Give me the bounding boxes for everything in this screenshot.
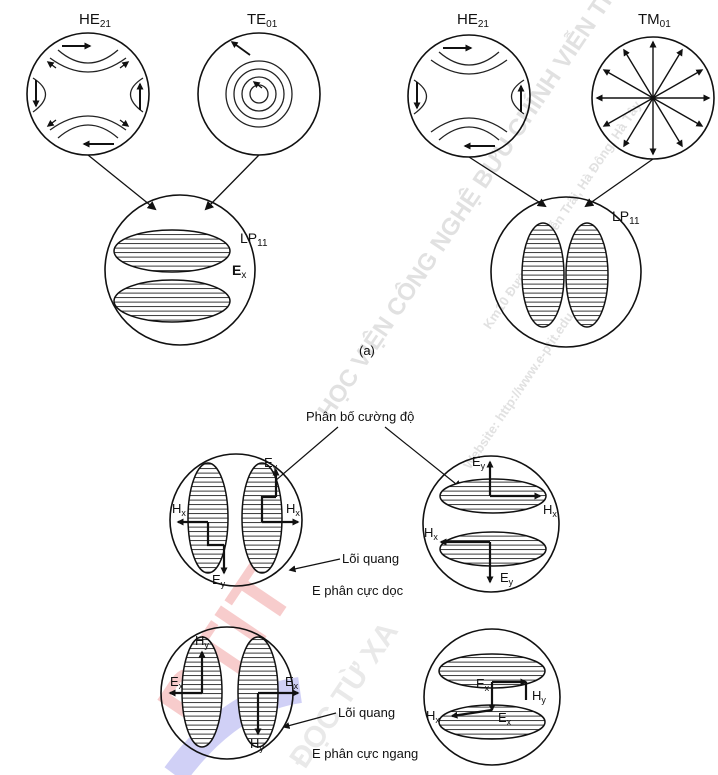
vec-hx-right-bottom: Hx xyxy=(424,525,438,542)
core-label-2: Lõi quang xyxy=(338,705,395,720)
pointer-intensity-left xyxy=(268,427,338,487)
tm01-mode xyxy=(592,37,714,159)
watermark-line-3: Website: http://www.e-ptit.edu.vn xyxy=(460,294,587,472)
arrow-he21-to-lp-left xyxy=(88,155,155,209)
he21-right-label: HE21 xyxy=(457,11,489,30)
lp11-right-label: LP11 xyxy=(612,208,640,227)
vec-ex-right: Ex xyxy=(285,674,299,691)
caption-a: (a) xyxy=(359,343,375,358)
vec-ey-right-bottom: Ey xyxy=(500,570,514,587)
pointer-intensity-right xyxy=(385,427,461,488)
vec-hx-right: Hx xyxy=(286,501,300,518)
core-label-1: Lõi quang xyxy=(342,551,399,566)
intensity-distribution-label: Phân bố cường độ xyxy=(306,409,414,424)
pointer-core-1 xyxy=(290,559,340,570)
he21-left-label: HE21 xyxy=(79,11,111,30)
tm01-label: TM01 xyxy=(638,11,671,30)
te01-mode xyxy=(198,33,320,155)
lp11-left-label: LP11 xyxy=(240,230,268,249)
vertical-pol-horizontal-lobes xyxy=(423,456,559,592)
vertical-polarization-label: E phân cực dọc xyxy=(312,583,404,598)
vec-hx-left: Hx xyxy=(172,501,186,518)
vec-hx-right-low: Hx xyxy=(426,708,440,725)
he21-left-mode xyxy=(27,33,149,155)
horizontal-polarization-label: E phân cực ngang xyxy=(312,746,418,761)
arrow-te01-to-lp-left xyxy=(206,155,259,209)
vec-hy-right: Hy xyxy=(532,688,546,705)
vec-ey-left-top: Ey xyxy=(264,455,278,472)
ex-label: Ex xyxy=(232,262,246,281)
he21-right-mode xyxy=(408,35,530,157)
te01-label: TE01 xyxy=(247,11,278,30)
vec-hx-right-top: Hx xyxy=(543,502,557,519)
